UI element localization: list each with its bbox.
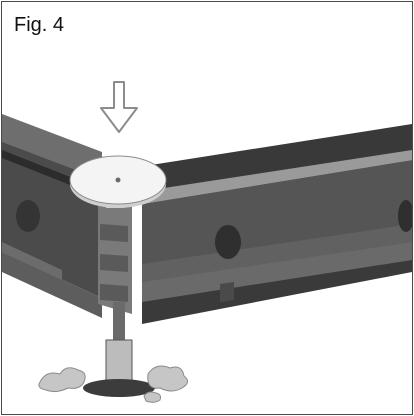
debris (38, 365, 188, 403)
support-leg (83, 302, 155, 397)
left-rail (2, 114, 102, 318)
right-rail (132, 124, 412, 324)
down-arrow-icon (100, 81, 138, 133)
figure-label: Fig. 4 (14, 14, 65, 36)
disc-cap (69, 155, 167, 208)
corner-post (98, 192, 132, 314)
